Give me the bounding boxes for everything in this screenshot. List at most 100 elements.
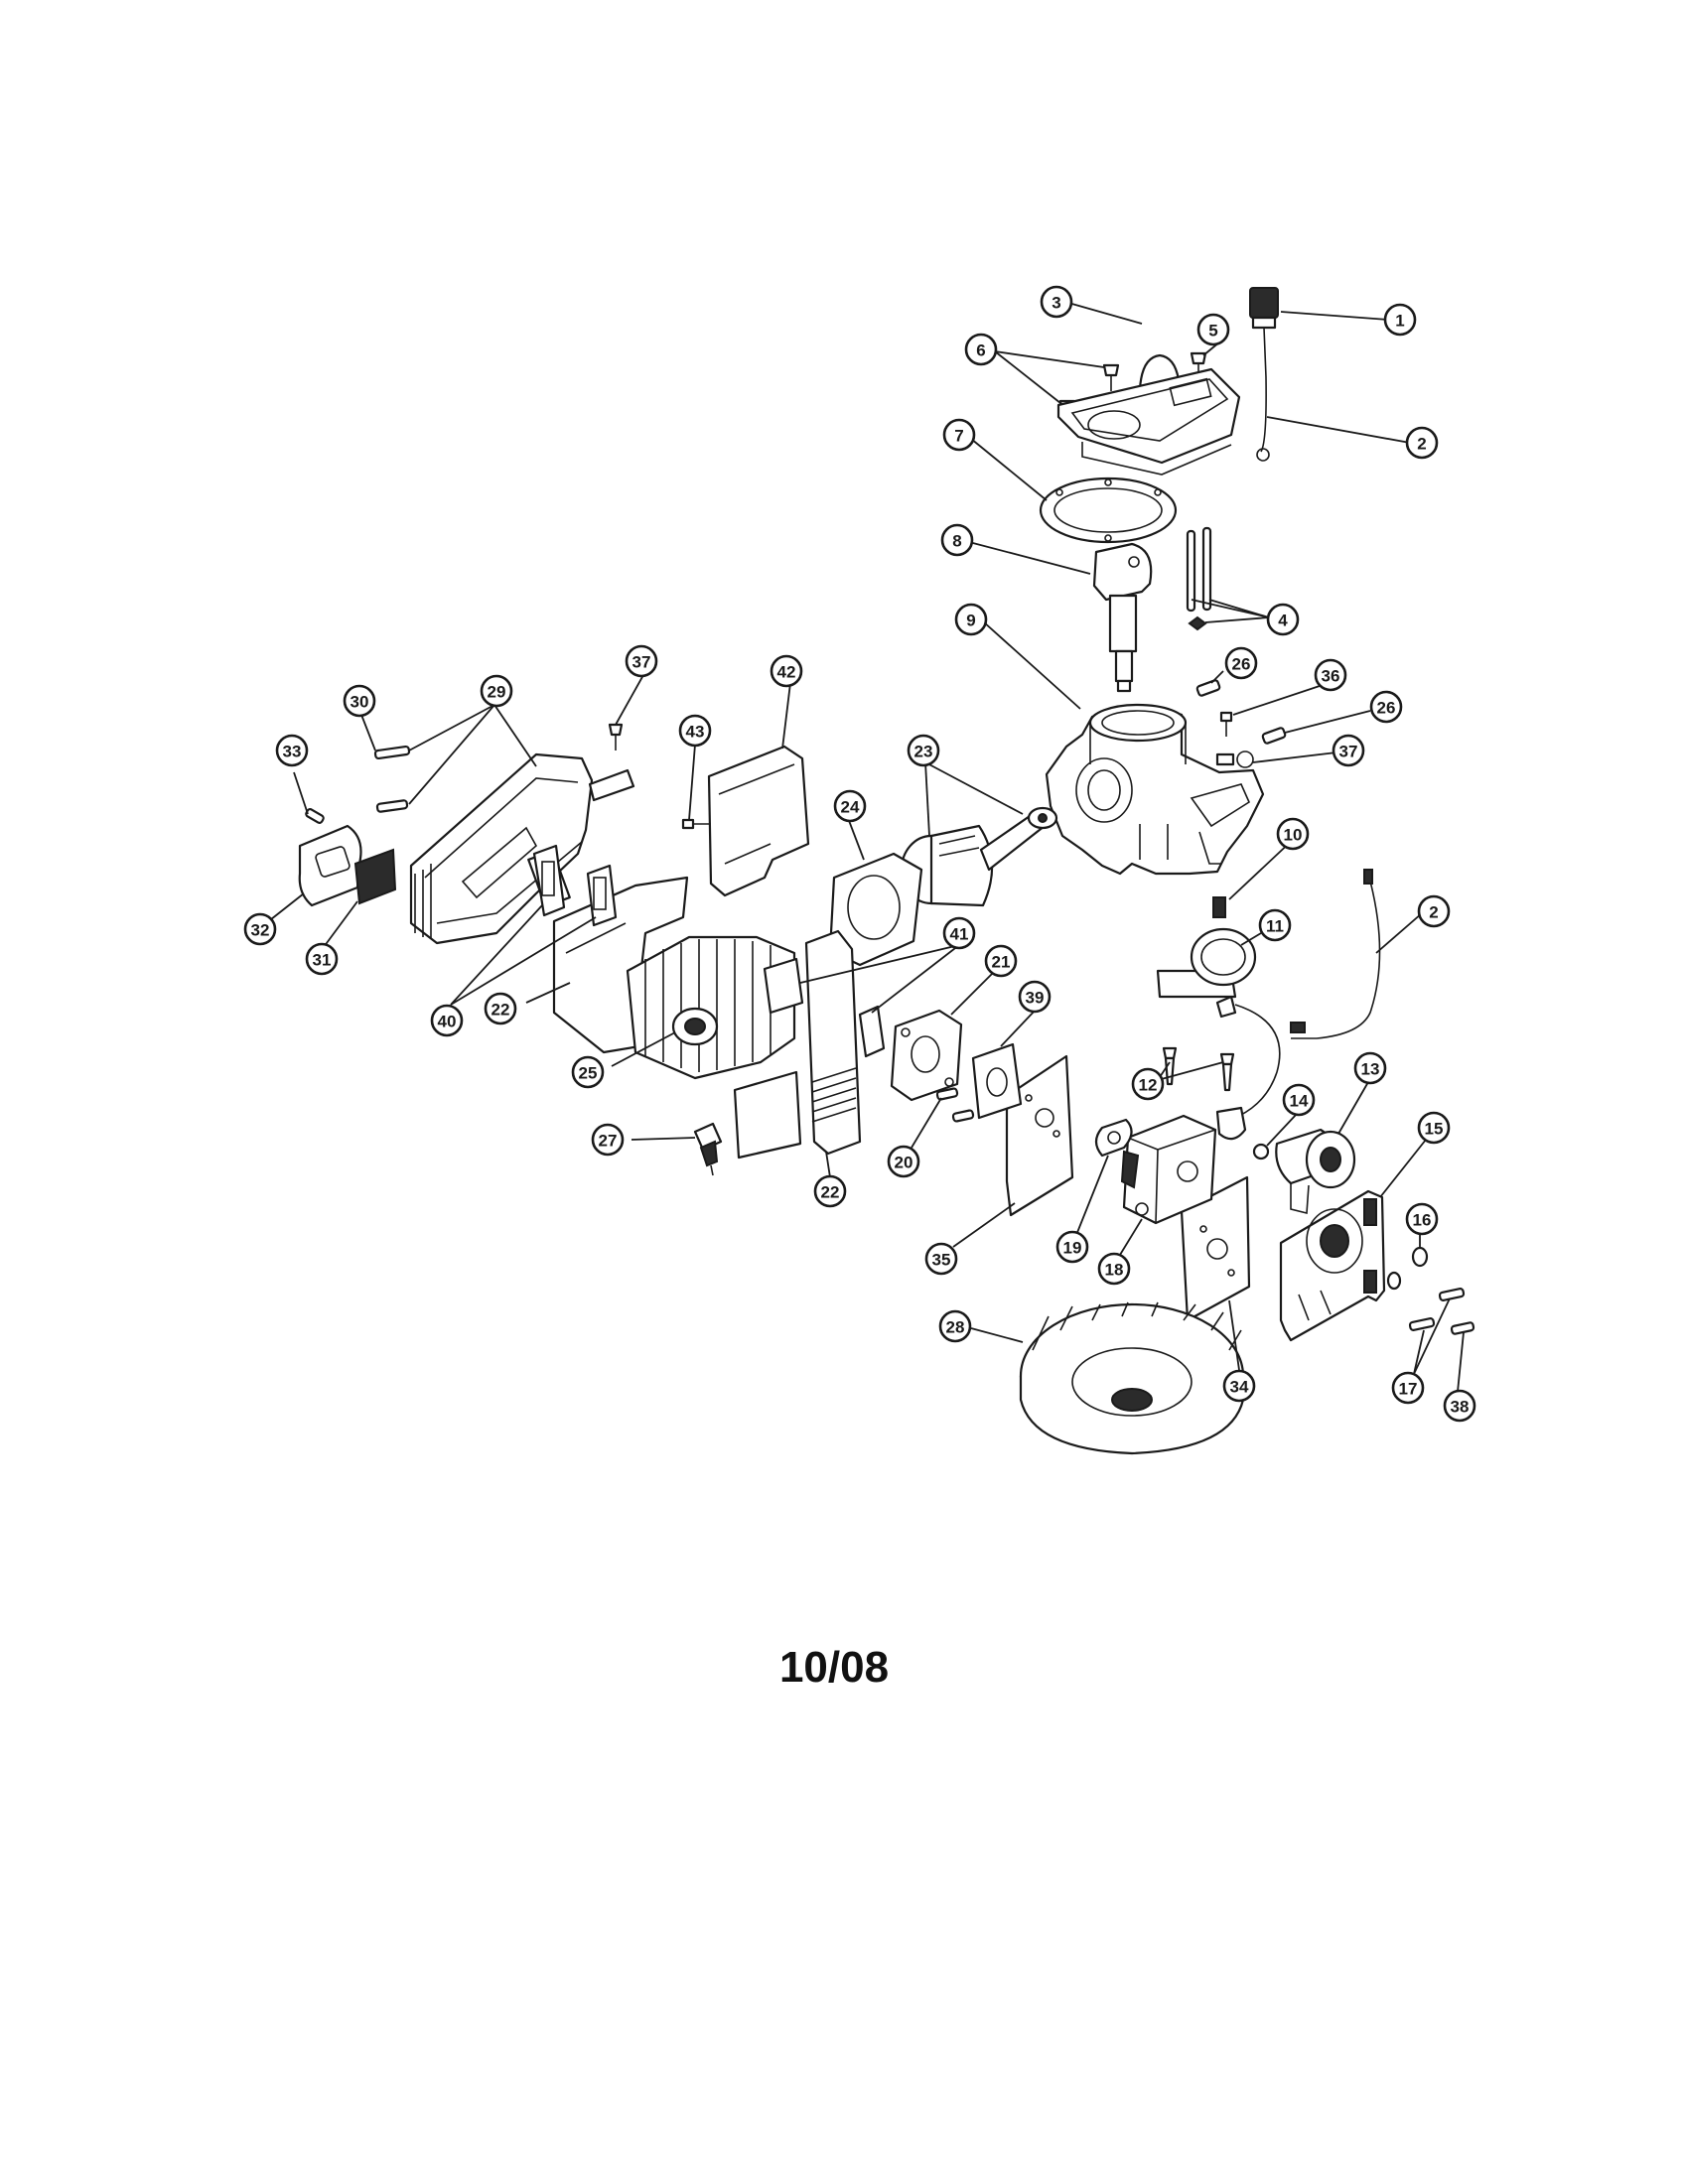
engine-switch — [1249, 287, 1279, 462]
callout-8: 8 — [940, 523, 974, 557]
callout-circle — [625, 644, 658, 678]
callout-circle — [430, 1004, 464, 1037]
callout-23: 23 — [907, 734, 940, 767]
flywheel — [1019, 1301, 1245, 1455]
callout-circle — [1222, 1369, 1256, 1403]
callout-circle — [924, 1242, 958, 1276]
callout-label: 1 — [1395, 312, 1404, 331]
callout-circle — [305, 942, 339, 976]
callout-label: 13 — [1361, 1060, 1380, 1079]
callout-22: 22 — [813, 1174, 847, 1208]
callout-circle — [243, 912, 277, 946]
callout-label: 22 — [821, 1183, 840, 1202]
callout-circle — [1196, 313, 1230, 346]
cover-screw — [305, 808, 325, 824]
callout-circle — [938, 1309, 972, 1343]
callout-label: 9 — [966, 612, 975, 630]
callout-label: 36 — [1322, 667, 1340, 686]
callout-15: 15 — [1417, 1111, 1451, 1145]
callout-circle — [770, 654, 803, 688]
callout-label: 42 — [777, 663, 796, 682]
callout-label: 14 — [1290, 1092, 1309, 1111]
intake-manifold — [890, 1009, 963, 1102]
callout-circle — [940, 523, 974, 557]
callout-label: 28 — [946, 1318, 965, 1337]
callout-circle — [343, 684, 376, 718]
callout-circle — [833, 789, 867, 823]
callout-27: 27 — [591, 1123, 625, 1157]
callout-label: 10 — [1284, 826, 1303, 845]
callout-42: 42 — [770, 654, 803, 688]
callout-label: 27 — [599, 1132, 618, 1151]
callout-label: 3 — [1052, 294, 1060, 313]
callout-12: 12 — [1131, 1067, 1165, 1101]
gasket-34 — [1180, 1175, 1251, 1322]
callout-6: 6 — [964, 333, 998, 366]
callout-label: 2 — [1429, 903, 1438, 922]
callout-circle — [1258, 908, 1292, 942]
callout-label: 24 — [841, 798, 860, 817]
callout-circle — [1391, 1371, 1425, 1405]
callout-2: 2 — [1417, 894, 1451, 928]
callout-label: 39 — [1026, 989, 1045, 1008]
callout-18: 18 — [1097, 1252, 1131, 1286]
callout-31: 31 — [305, 942, 339, 976]
callout-38: 38 — [1443, 1389, 1476, 1423]
callout-32: 32 — [243, 912, 277, 946]
callout-label: 18 — [1105, 1261, 1124, 1280]
callout-circle — [480, 674, 513, 708]
callout-circle — [907, 734, 940, 767]
callout-label: 21 — [992, 953, 1011, 972]
callout-circle — [1405, 1202, 1439, 1236]
callout-circle — [813, 1174, 847, 1208]
callout-21: 21 — [984, 944, 1018, 978]
callout-39: 39 — [1018, 980, 1052, 1014]
crankcase — [1045, 703, 1265, 876]
callout-circle — [484, 992, 517, 1025]
callout-label: 7 — [954, 427, 963, 446]
muffler-cover — [298, 824, 362, 907]
callout-label: 34 — [1230, 1378, 1249, 1397]
carburetor — [1120, 1114, 1217, 1225]
callout-33: 33 — [275, 734, 309, 767]
tank-cover — [1056, 367, 1241, 476]
callout-label: 15 — [1425, 1120, 1444, 1139]
intake-gasket-41 — [858, 1005, 886, 1058]
spark-plug — [693, 1122, 723, 1176]
callout-label: 38 — [1451, 1398, 1470, 1417]
callout-34: 34 — [1222, 1369, 1256, 1403]
plate-35 — [1005, 1054, 1074, 1217]
starter-housing — [1279, 1189, 1386, 1342]
callout-circle — [1405, 426, 1439, 460]
callout-label: 43 — [686, 723, 705, 742]
callout-1: 1 — [1383, 303, 1417, 337]
callout-circle — [942, 418, 976, 452]
callout-label: 26 — [1377, 699, 1396, 718]
callout-17: 17 — [1391, 1371, 1425, 1405]
callout-circle — [1332, 734, 1365, 767]
kill-wire — [1290, 869, 1381, 1039]
callout-circle — [591, 1123, 625, 1157]
spark-screen — [353, 848, 397, 905]
pins — [1186, 526, 1212, 631]
callout-label: 8 — [952, 532, 961, 551]
callout-circle — [1314, 658, 1347, 692]
callout-10: 10 — [1276, 817, 1310, 851]
callout-circle — [984, 944, 1018, 978]
callout-label: 20 — [895, 1154, 913, 1172]
callout-14: 14 — [1282, 1083, 1316, 1117]
callout-label: 30 — [351, 693, 369, 712]
piston — [900, 806, 1058, 907]
callout-13: 13 — [1353, 1051, 1387, 1085]
callout-circle — [954, 603, 988, 636]
nut — [1252, 1143, 1270, 1160]
shroud-22b — [733, 929, 862, 1160]
top-screws — [608, 723, 711, 830]
callout-43: 43 — [678, 714, 712, 748]
gasket-39 — [971, 1042, 1023, 1120]
muffler-gasket — [532, 844, 618, 927]
callout-label: 5 — [1208, 322, 1217, 341]
callout-circle — [887, 1145, 920, 1178]
callout-circle — [1224, 646, 1258, 680]
